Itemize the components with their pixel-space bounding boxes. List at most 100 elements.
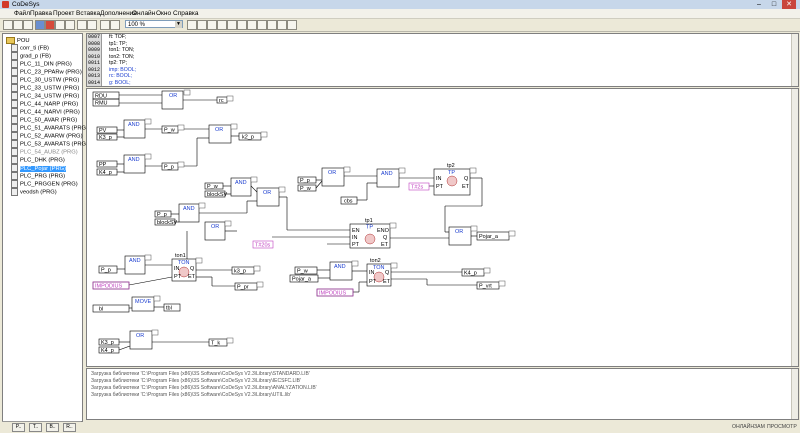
run-icon[interactable] [55, 20, 65, 30]
menu-edit[interactable]: Правка [30, 10, 52, 17]
line-number: 0014 [88, 79, 101, 86]
output-icon[interactable] [197, 20, 207, 30]
var-pojar-a: Pojar_a [479, 234, 499, 240]
input-icon[interactable] [187, 20, 197, 30]
jump-icon[interactable] [217, 20, 227, 30]
return-icon[interactable] [237, 20, 247, 30]
tree-item[interactable]: PLC_DHK (PRG) [11, 156, 65, 164]
tree-item[interactable]: PLC_11_DIN (PRG) [11, 60, 72, 68]
tree-item[interactable]: PLC_34_USTW (PRG) [11, 92, 79, 100]
declaration-line: ton1: TON; [109, 47, 135, 53]
block-and: AND [381, 171, 393, 177]
tab-types[interactable]: T.. [29, 423, 42, 432]
declaration-editor[interactable]: 0007 0008 0009 0010 0011 0012 0013 0014 … [86, 33, 799, 87]
block-move: MOVE [135, 299, 152, 305]
block-tp: TP [366, 225, 373, 231]
copy-icon[interactable] [110, 20, 120, 30]
en-icon[interactable] [277, 20, 287, 30]
tree-item[interactable]: PLC_44_NARP (PRG) [11, 100, 78, 108]
menu-bar: Файл Правка Проект Вставка Дополнения Он… [0, 9, 800, 19]
logout-icon[interactable] [45, 20, 55, 30]
var-pp: P_p [300, 178, 310, 184]
label-icon[interactable] [227, 20, 237, 30]
tree-item[interactable]: PLC_54_AUBZ (PRG) [11, 148, 78, 156]
tree-item[interactable]: PLC_50_AVAR (PRG) [11, 116, 77, 124]
block-and: AND [334, 264, 346, 270]
tree-item[interactable]: PLC_44_NARVI (PRG) [11, 108, 80, 116]
pou-icon [11, 180, 18, 188]
var-blocksv: blockSV [207, 192, 228, 198]
pou-icon [11, 116, 18, 124]
pin-pt: PT [369, 279, 377, 285]
menu-online[interactable]: Онлайн [132, 10, 156, 17]
tree-item[interactable]: grad_p (FB) [11, 52, 51, 60]
tree-item[interactable]: PLC_PRGGEN (PRG) [11, 180, 78, 188]
minimize-button[interactable]: – [757, 1, 761, 8]
declaration-scrollbar[interactable] [791, 34, 798, 86]
var-cbs: cbs [344, 199, 353, 205]
login-icon[interactable] [35, 20, 45, 30]
menu-window[interactable]: Окно [156, 10, 172, 17]
cfc-editor[interactable]: RDU RMU OR rc PV K3_p AND P_w PP K4_p AN… [86, 88, 799, 367]
tree-item[interactable]: PLC_51_AVARATS (PRG) [11, 124, 88, 132]
pou-icon [11, 164, 18, 172]
set-reset-icon[interactable] [267, 20, 277, 30]
folder-icon [6, 37, 15, 44]
cfc-diagram[interactable]: RDU RMU OR rc PV K3_p AND P_w PP K4_p AN… [87, 89, 798, 366]
tab-visual[interactable]: B.. [46, 423, 59, 432]
pin-et: ET [381, 242, 389, 248]
tree-item-selected[interactable]: PLC_Pojar (PRG) [11, 164, 67, 172]
block-and: AND [235, 180, 247, 186]
tree-item[interactable]: PLC_PRG (PRG) [11, 172, 65, 180]
cfc-scrollbar[interactable] [791, 89, 798, 366]
declaration-line: imp: BOOL; [109, 66, 137, 73]
menu-help[interactable]: Справка [173, 10, 199, 17]
menu-project[interactable]: Проект [53, 10, 75, 17]
var-pw: P_w [297, 269, 308, 275]
message-scrollbar[interactable] [791, 369, 798, 419]
app-icon [2, 1, 9, 8]
menu-extras[interactable]: Дополнения [100, 10, 137, 17]
block-or: OR [328, 170, 336, 176]
tree-item[interactable]: PLC_33_USTW (PRG) [11, 84, 79, 92]
find-icon[interactable] [77, 20, 87, 30]
zoom-select[interactable]: 100 %▼ [125, 20, 183, 28]
var-pw: P_w [164, 128, 175, 134]
tree-item[interactable]: PLC_23_PPARw (PRG) [11, 68, 82, 76]
pin-et: ET [188, 274, 196, 280]
menu-file[interactable]: Файл [14, 10, 30, 17]
close-button[interactable]: ✕ [782, 0, 796, 9]
negate-icon[interactable] [257, 20, 267, 30]
tab-resources[interactable]: R.. [63, 423, 76, 432]
box-icon[interactable] [207, 20, 217, 30]
pou-icon [11, 52, 18, 60]
block-or: OR [211, 224, 219, 230]
save-icon[interactable] [23, 20, 33, 30]
find-next-icon[interactable] [87, 20, 97, 30]
var-pw: P_w [207, 184, 218, 190]
tree-item[interactable]: veodsh (PRG) [11, 188, 57, 196]
maximize-button[interactable]: □ [771, 1, 777, 8]
open-icon[interactable] [13, 20, 23, 30]
tree-item[interactable]: PLC_53_AVARATS (PRG) [11, 140, 88, 148]
pin-et: ET [383, 279, 391, 285]
macro-icon[interactable] [287, 20, 297, 30]
pin-in: IN [352, 235, 358, 241]
stop-icon[interactable] [65, 20, 75, 30]
tree-item[interactable]: PLC_52_AVARW (PRG) [11, 132, 83, 140]
new-icon[interactable] [3, 20, 13, 30]
pin-pt: PT [352, 242, 360, 248]
tree-root[interactable]: POU [6, 37, 30, 44]
comment-icon[interactable] [247, 20, 257, 30]
pin-en: EN [352, 228, 360, 234]
instance-tp1: tp1 [365, 218, 373, 224]
pou-icon [11, 92, 18, 100]
cut-icon[interactable] [100, 20, 110, 30]
menu-insert[interactable]: Вставка [76, 10, 101, 17]
tree-item[interactable]: PLC_30_USTW (PRG) [11, 76, 79, 84]
block-or: OR [169, 93, 177, 99]
block-and: AND [128, 157, 140, 163]
tab-pou[interactable]: P.. [12, 423, 25, 432]
var-k4p: K4_p [464, 271, 477, 277]
tree-item[interactable]: corr_ti (FB) [11, 44, 49, 52]
